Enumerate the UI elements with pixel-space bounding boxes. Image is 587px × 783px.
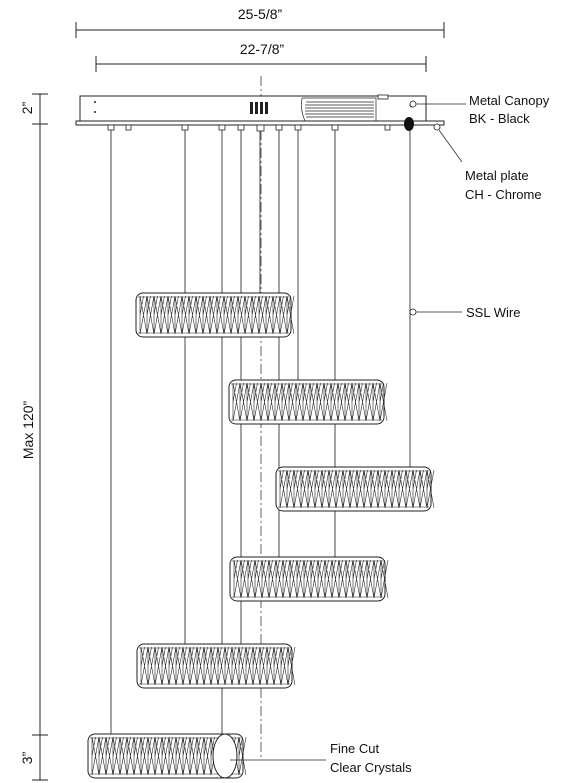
- ring-height-dimension: 3”: [19, 735, 48, 781]
- canopy-callout-line1: Metal Canopy: [469, 93, 550, 108]
- crystal-detail: [212, 733, 238, 779]
- crystal-ring: [228, 379, 388, 425]
- overall-width-label: 25-5/8”: [238, 6, 283, 22]
- plate-callout: Metal plate CH - Chrome: [433, 123, 542, 202]
- crystal-ring: [136, 643, 296, 689]
- crystals-callout-line2: Clear Crystals: [330, 760, 412, 775]
- wire-callout-label: SSL Wire: [466, 305, 520, 320]
- plate-callout-line1: Metal plate: [465, 168, 529, 183]
- canopy-hatching: [305, 101, 374, 118]
- canopy-width-dimension: 22-7/8”: [95, 41, 427, 72]
- canopy-callout: Metal Canopy BK - Black: [409, 93, 550, 126]
- crystal-ring: [275, 466, 435, 512]
- max-height-label: Max 120”: [20, 400, 36, 459]
- crystal-rings: [87, 292, 435, 779]
- canopy-height-label: 2”: [19, 101, 35, 114]
- canopy-width-label: 22-7/8”: [240, 41, 285, 57]
- metal-plate: [75, 117, 445, 132]
- plate-callout-line2: CH - Chrome: [465, 187, 542, 202]
- overall-width-dimension: 25-5/8”: [75, 6, 445, 38]
- crystals-callout: Fine Cut Clear Crystals: [230, 741, 412, 775]
- max-height-dimension: Max 120”: [20, 123, 48, 736]
- ssl-wires: [110, 130, 411, 734]
- metal-canopy: [79, 94, 427, 122]
- wire-callout: SSL Wire: [409, 305, 520, 320]
- canopy-height-dimension: 2”: [19, 93, 48, 124]
- canopy-vent: [250, 102, 268, 114]
- crystal-ring: [135, 292, 295, 338]
- ring-height-label: 3”: [19, 751, 35, 764]
- crystal-ring: [229, 556, 389, 602]
- crystals-callout-line1: Fine Cut: [330, 741, 380, 756]
- canopy-callout-line2: BK - Black: [469, 111, 530, 126]
